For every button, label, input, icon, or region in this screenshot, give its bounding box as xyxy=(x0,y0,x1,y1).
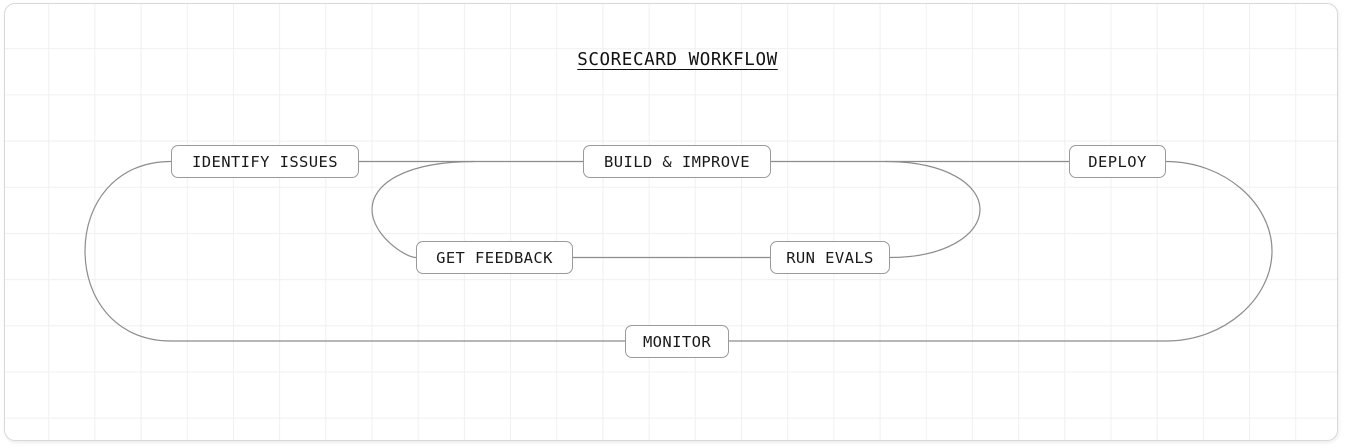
node-label: IDENTIFY ISSUES xyxy=(192,152,338,171)
node-build-improve[interactable]: BUILD & IMPROVE xyxy=(583,145,771,178)
edge-inner-loop-left xyxy=(371,160,476,259)
diagram-title: SCORECARD WORKFLOW xyxy=(577,50,778,70)
node-label: BUILD & IMPROVE xyxy=(604,152,750,171)
edge-layer xyxy=(84,160,1273,342)
edge-outer-loop-right xyxy=(728,160,1273,342)
node-run-evals[interactable]: RUN EVALS xyxy=(770,241,890,274)
node-identify-issues[interactable]: IDENTIFY ISSUES xyxy=(171,145,359,178)
node-label: GET FEEDBACK xyxy=(436,248,553,267)
diagram-board: SCORECARD WORKFLOW IDENTIFY ISSUES BUILD… xyxy=(4,3,1338,441)
node-label: DEPLOY xyxy=(1088,152,1147,171)
edge-outer-loop-left xyxy=(84,160,626,342)
edge-inner-loop-right xyxy=(884,160,981,259)
node-get-feedback[interactable]: GET FEEDBACK xyxy=(416,241,573,274)
node-deploy[interactable]: DEPLOY xyxy=(1069,145,1166,178)
node-monitor[interactable]: MONITOR xyxy=(625,325,729,358)
node-label: MONITOR xyxy=(642,332,712,351)
node-label: RUN EVALS xyxy=(786,248,874,267)
